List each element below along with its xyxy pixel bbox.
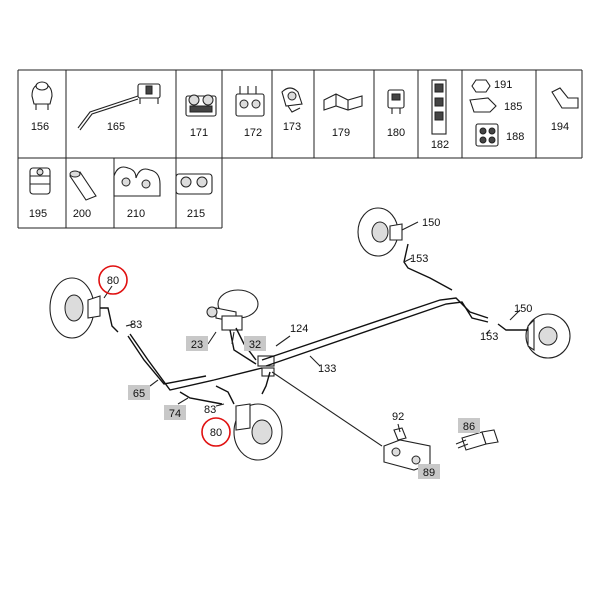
part-210-quad-clip-icon	[113, 166, 161, 197]
part-194-angle-clip-icon	[551, 87, 579, 109]
part-179-holder-icon	[323, 93, 363, 111]
part-185-spring-clip-icon	[469, 97, 497, 113]
brake-pipes	[100, 243, 528, 447]
part-171-double-clip-icon	[185, 94, 217, 117]
part-label-172: 172	[244, 127, 262, 139]
part-label-185: 185	[504, 101, 522, 113]
part-label-215: 215	[187, 208, 205, 220]
part-label-210: 210	[127, 208, 145, 220]
part-182-rail-clip-icon	[431, 79, 447, 135]
highlight-ring-80-bottom	[201, 417, 231, 447]
callout-74: 74	[169, 408, 181, 420]
callout-86: 86	[463, 421, 475, 433]
callout-80-front-left: 80	[107, 275, 119, 287]
parts-table	[17, 69, 583, 229]
callout-153-upper: 153	[410, 253, 428, 265]
part-165-wire-holder-icon	[77, 83, 161, 131]
part-label-179: 179	[332, 127, 350, 139]
callout-153-right: 153	[480, 331, 498, 343]
part-156-clip-icon	[31, 81, 53, 110]
front-left-brake-disc	[49, 277, 101, 339]
callout-150-right: 150	[514, 303, 532, 315]
brake-booster	[206, 289, 259, 331]
part-label-194: 194	[551, 121, 569, 133]
bleed-screw	[455, 429, 499, 451]
callout-23: 23	[191, 339, 203, 351]
callout-leaders	[103, 221, 521, 469]
callout-133: 133	[318, 363, 336, 375]
callout-83-front-left: 83	[130, 319, 142, 331]
part-label-191: 191	[494, 79, 512, 91]
callout-box-32	[244, 336, 266, 351]
callout-83-front-right: 83	[204, 404, 216, 416]
part-191-nut-icon	[471, 79, 491, 93]
part-label-171: 171	[190, 127, 208, 139]
callout-box-86	[458, 418, 480, 433]
callout-65: 65	[133, 388, 145, 400]
part-200-sleeve-icon	[69, 170, 97, 201]
part-173-bracket-icon	[281, 87, 303, 113]
callout-box-23	[186, 336, 208, 351]
part-label-180: 180	[387, 127, 405, 139]
part-180-connector-icon	[387, 89, 405, 114]
part-188-block-icon	[475, 123, 499, 147]
rear-right-brake-disc	[525, 313, 571, 359]
front-right-brake-disc	[233, 403, 283, 461]
part-172-triple-clip-icon	[235, 86, 265, 117]
proportioning-valve	[383, 427, 431, 471]
callout-150-upper: 150	[422, 217, 440, 229]
callout-80-front-right: 80	[210, 427, 222, 439]
highlight-ring-80-top	[98, 265, 128, 295]
callout-box-89	[418, 464, 440, 479]
part-195-multi-clip-icon	[29, 167, 51, 195]
callout-89: 89	[423, 467, 435, 479]
callout-box-74	[164, 405, 186, 420]
callout-32: 32	[249, 339, 261, 351]
part-label-182: 182	[431, 139, 449, 151]
callout-124: 124	[290, 323, 308, 335]
part-label-195: 195	[29, 208, 47, 220]
rear-upper-brake-disc	[357, 207, 403, 257]
part-label-188: 188	[506, 131, 524, 143]
part-label-200: 200	[73, 208, 91, 220]
part-215-double-clip-icon	[175, 173, 213, 195]
part-label-156: 156	[31, 121, 49, 133]
part-label-165: 165	[107, 121, 125, 133]
callout-92: 92	[392, 411, 404, 423]
callout-box-65	[128, 385, 150, 400]
part-label-173: 173	[283, 121, 301, 133]
